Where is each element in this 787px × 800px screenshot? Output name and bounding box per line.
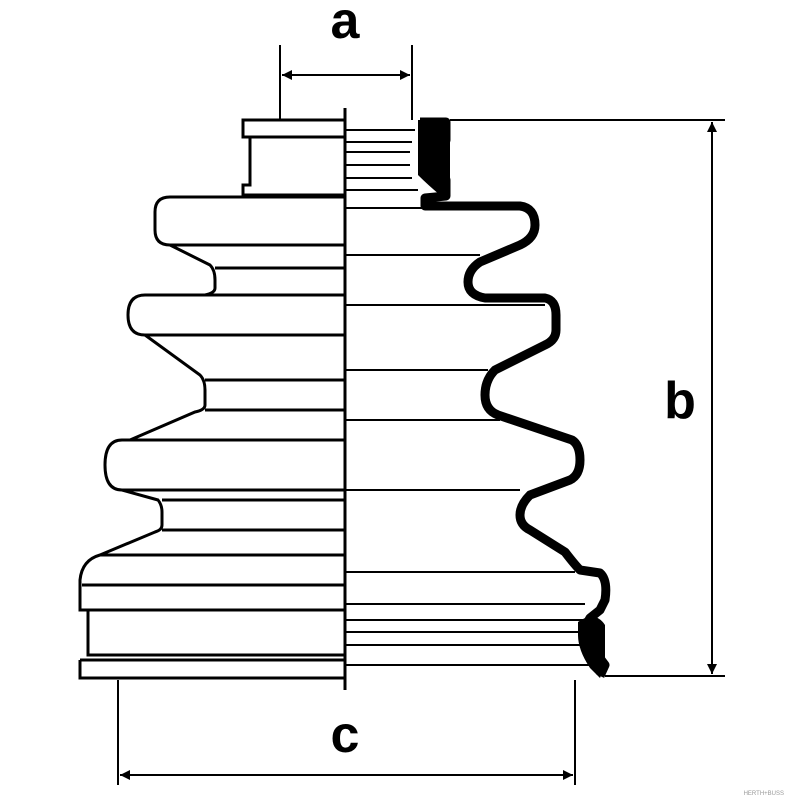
boot-collar-bottom-section — [578, 616, 605, 678]
dimension-a-label: a — [331, 0, 361, 50]
dimension-c: c — [117, 680, 576, 785]
dimension-b-label: b — [664, 372, 696, 430]
dimension-b: b — [450, 119, 725, 677]
boot-profile-section — [420, 117, 611, 678]
dimension-a: a — [279, 0, 413, 120]
watermark: HERTH+BUSS — [744, 791, 784, 797]
dimension-c-label: c — [331, 706, 360, 764]
boot-right-inner — [345, 129, 590, 666]
boot-collar-top-section — [418, 120, 450, 195]
boot-left-half — [78, 118, 345, 680]
